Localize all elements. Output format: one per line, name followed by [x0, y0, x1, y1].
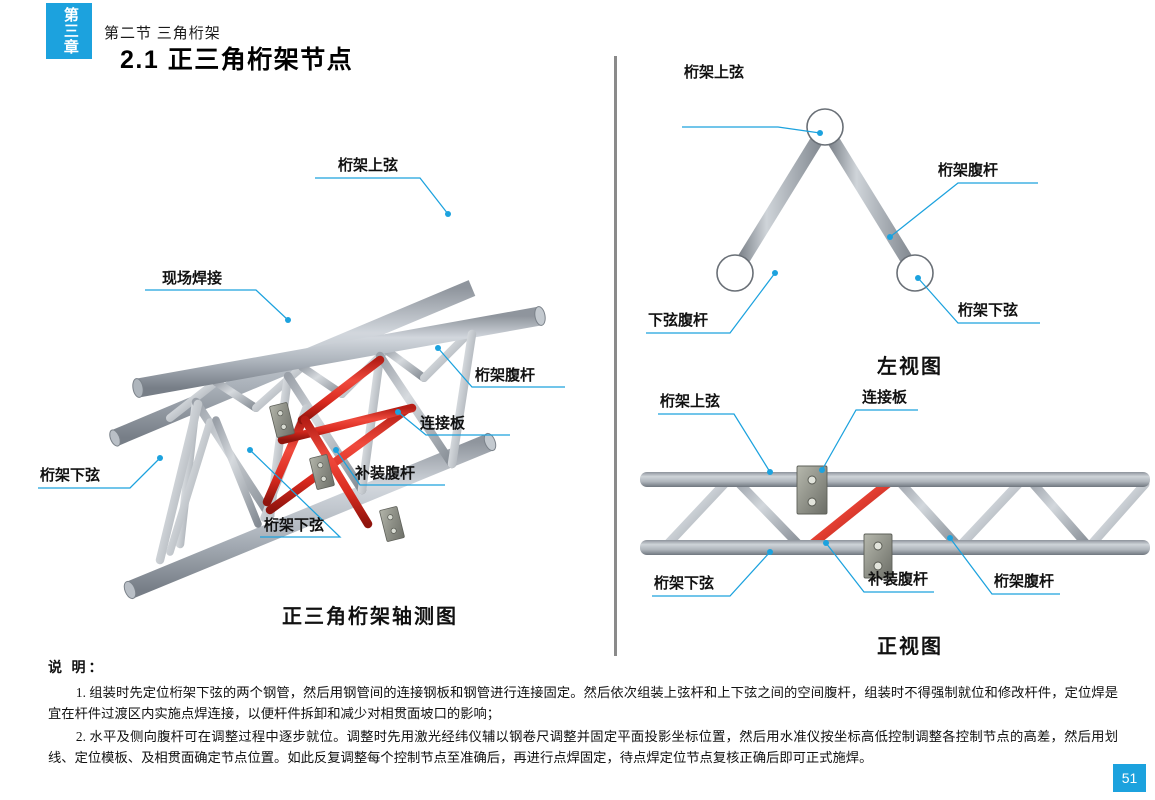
iso-label-added-web-member: 补装腹杆 — [333, 447, 445, 486]
triangle-right-web — [819, 123, 921, 277]
note-item-2: 2. 水平及侧向腹杆可在调整过程中逐步就位。调整时先用激光经纬仪辅以钢卷尺调整并… — [48, 728, 1118, 766]
notes-block: 说 明： 1. 组装时先定位桁架下弦的两个钢管，然后用钢管间的连接钢板和钢管进行… — [48, 658, 1118, 769]
front-gusset-plates — [796, 465, 893, 579]
tri-label-lower-chord: 桁架下弦 — [915, 275, 1040, 324]
caption-isometric: 正三角桁架轴测图 — [282, 606, 458, 628]
front-web-6 — [1025, 475, 1093, 551]
chapter-badge: 第三章 — [46, 3, 92, 59]
tri-label-bottom-web-text: 下弦腹杆 — [648, 311, 708, 329]
front-label-lower-chord: 桁架下弦 — [652, 549, 773, 597]
figure-front-view: 桁架上弦 连接板 桁架下弦 补装腹杆 桁架腹杆 — [640, 380, 1150, 610]
triangle-members — [729, 123, 921, 280]
front-label-gusset-plate-text: 连接板 — [862, 388, 908, 406]
figure-isometric-truss: 桁架上弦 现场焊接 桁架腹杆 连接板 — [20, 120, 600, 620]
caption-left-view: 左视图 — [877, 356, 943, 378]
notes-title: 说 明： — [48, 661, 106, 676]
front-upper-chord — [640, 472, 1150, 487]
section-subtitle: 第二节 三角桁架 — [104, 26, 221, 42]
triangle-left-web — [729, 123, 831, 277]
node-lower-chord-left — [716, 254, 754, 292]
front-label-upper-chord-text: 桁架上弦 — [660, 392, 720, 410]
node-upper-chord — [806, 108, 844, 146]
tri-label-lower-chord-text: 桁架下弦 — [958, 301, 1018, 319]
page-number-badge: 51 — [1113, 764, 1146, 792]
front-label-lower-chord-text: 桁架下弦 — [654, 574, 714, 592]
front-lower-chord — [640, 540, 1150, 555]
front-label-added-web-member-text: 补装腹杆 — [867, 570, 928, 588]
iso-label-lower-chord-left: 桁架下弦 — [38, 455, 163, 489]
front-web-2 — [731, 475, 805, 551]
truss-lower-chord-front — [123, 432, 497, 600]
front-label-web-member-text: 桁架腹杆 — [994, 572, 1054, 590]
iso-label-gusset-plate-text: 连接板 — [420, 414, 466, 432]
iso-label-web-member-text: 桁架腹杆 — [475, 366, 535, 384]
iso-label-upper-chord: 桁架上弦 — [315, 156, 451, 217]
tri-label-web-member: 桁架腹杆 — [887, 161, 1038, 240]
tri-label-bottom-web: 下弦腹杆 — [646, 270, 778, 334]
iso-label-field-weld-text: 现场焊接 — [162, 269, 222, 287]
iso-label-web-member: 桁架腹杆 — [435, 345, 565, 388]
iso-label-added-web-member-text: 补装腹杆 — [354, 464, 415, 482]
front-label-gusset-plate: 连接板 — [819, 388, 918, 473]
front-web-7 — [1085, 479, 1150, 551]
front-chords — [640, 472, 1150, 555]
note-item-1: 1. 组装时先定位桁架下弦的两个钢管，然后用钢管间的连接钢板和钢管进行连接固定。… — [48, 684, 1118, 722]
gusset-plate-group — [269, 402, 405, 542]
front-web-5 — [955, 475, 1027, 551]
figure-left-view-triangle: 桁架上弦 桁架腹杆 下弦腹杆 桁架下弦 — [640, 45, 1150, 355]
page-title: 2.1 正三角桁架节点 — [120, 46, 354, 74]
front-web-members — [661, 475, 1150, 551]
front-web-1 — [661, 475, 733, 551]
triangle-nodes — [716, 108, 934, 292]
front-web-4 — [893, 475, 963, 551]
node-lower-chord-right — [896, 254, 934, 292]
tri-label-upper-chord-text: 桁架上弦 — [684, 63, 744, 81]
iso-label-lower-chord-bottom-text: 桁架下弦 — [264, 516, 324, 534]
iso-label-gusset-plate: 连接板 — [395, 409, 510, 436]
iso-label-lower-chord-bottom: 桁架下弦 — [247, 447, 342, 538]
iso-label-upper-chord-text: 桁架上弦 — [338, 156, 398, 174]
tri-label-upper-chord: 桁架上弦 — [682, 63, 823, 136]
front-label-added-web-member: 补装腹杆 — [823, 540, 934, 593]
truss-added-web-members — [262, 355, 417, 529]
vertical-divider — [614, 56, 617, 656]
truss-upper-chord — [132, 306, 546, 398]
tri-label-web-member-text: 桁架腹杆 — [938, 161, 998, 179]
caption-front-view: 正视图 — [877, 636, 943, 658]
front-label-upper-chord: 桁架上弦 — [658, 392, 773, 475]
front-added-web-member — [805, 475, 897, 551]
front-label-web-member: 桁架腹杆 — [947, 535, 1060, 595]
iso-label-field-weld: 现场焊接 — [145, 269, 291, 323]
iso-label-lower-chord-left-text: 桁架下弦 — [40, 466, 100, 484]
